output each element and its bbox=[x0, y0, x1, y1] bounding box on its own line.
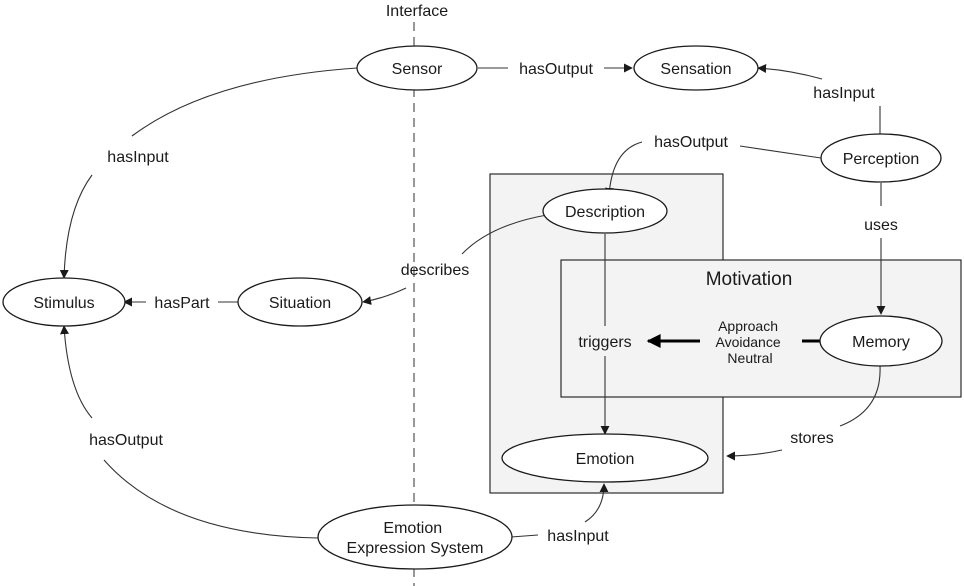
edge-label-sensor-stimulus: hasInput bbox=[107, 149, 169, 166]
edge-ees-emotion-tail bbox=[510, 534, 539, 538]
edge-perception-sensation bbox=[757, 64, 823, 80]
node-description bbox=[542, 188, 668, 234]
edge-label-situation-stimulus: hasPart bbox=[154, 295, 210, 312]
edge-label-memory-emotion: stores bbox=[790, 430, 834, 447]
node-emotion-expression-system bbox=[317, 504, 513, 570]
node-stimulus bbox=[2, 277, 126, 327]
edge-ees-stimulus-tail bbox=[103, 459, 319, 539]
node-sensor-label: Sensor bbox=[392, 61, 443, 78]
node-sensation bbox=[633, 45, 759, 91]
edge-label-description-emotion: triggers bbox=[578, 334, 631, 351]
edge-ees-stimulus bbox=[60, 325, 93, 419]
node-memory bbox=[819, 315, 943, 367]
node-perception-label: Perception bbox=[843, 151, 920, 168]
edge-label-approach: Approach bbox=[718, 318, 778, 334]
node-situation bbox=[237, 277, 363, 327]
node-emotion-expression-system-label: Emotion Expression System bbox=[347, 520, 484, 557]
edge-label-perception-memory: uses bbox=[864, 217, 898, 234]
edge-perception-description bbox=[605, 141, 643, 197]
edge-label-perception-sensation: hasInput bbox=[813, 85, 875, 102]
interface-label: Interface bbox=[386, 3, 448, 20]
node-memory-label: Memory bbox=[852, 334, 910, 351]
motivation-label: Motivation bbox=[706, 269, 793, 290]
edge-perception-description-tail bbox=[739, 145, 822, 159]
node-ees-line-2: Expression System bbox=[347, 540, 484, 557]
edge-label-sensor-sensation: hasOutput bbox=[519, 61, 593, 78]
edge-label-description-situation: describes bbox=[401, 262, 469, 279]
edge-memory-emotion-tail bbox=[839, 365, 881, 427]
node-sensor bbox=[356, 45, 478, 91]
edge-label-memory-triggers: Approach Avoidance Neutral bbox=[715, 318, 784, 366]
edge-label-avoidance: Avoidance bbox=[715, 334, 780, 350]
node-emotion bbox=[501, 433, 709, 483]
edge-description-situation bbox=[362, 287, 407, 305]
edge-description-situation-tail bbox=[461, 214, 548, 255]
edge-memory-emotion bbox=[726, 449, 783, 461]
edge-label-neutral: Neutral bbox=[727, 350, 772, 366]
node-stimulus-label: Stimulus bbox=[33, 295, 94, 312]
node-sensation-label: Sensation bbox=[660, 61, 731, 78]
node-situation-label: Situation bbox=[269, 295, 331, 312]
edge-sensor-stimulus-head bbox=[59, 174, 93, 279]
edge-label-perception-description: hasOutput bbox=[654, 134, 728, 151]
edge-ees-emotion bbox=[584, 483, 609, 523]
node-description-label: Description bbox=[565, 204, 645, 221]
node-perception bbox=[820, 133, 942, 183]
edge-label-ees-stimulus: hasOutput bbox=[89, 432, 163, 449]
edge-sensor-stimulus bbox=[131, 67, 358, 137]
node-ees-line-1: Emotion bbox=[383, 520, 442, 537]
node-emotion-label: Emotion bbox=[576, 451, 635, 468]
edge-label-ees-emotion: hasInput bbox=[547, 528, 609, 545]
